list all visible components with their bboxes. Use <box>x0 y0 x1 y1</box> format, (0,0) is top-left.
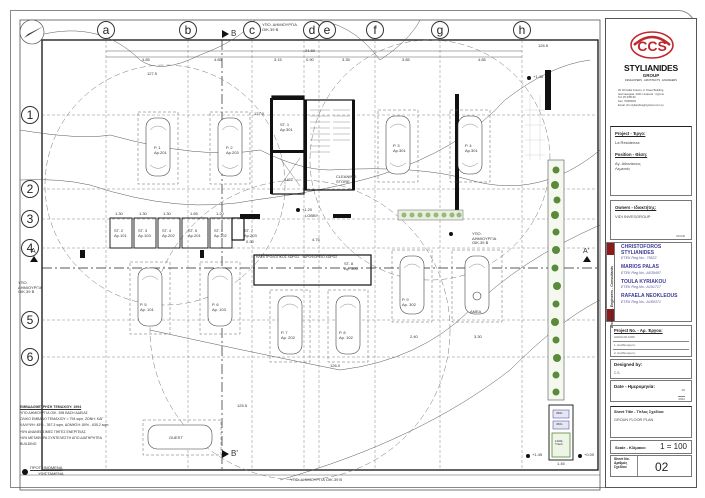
dim-de: 0.90 <box>306 57 314 62</box>
title-block: CCS STYLIANIDES GROUP DEVELOPERS · ARCHI… <box>605 18 697 488</box>
grid-label-f: f <box>366 21 384 39</box>
store-dim: 1.30 <box>115 211 123 216</box>
scale-box: Scale - Κλίμακα: 1 = 100 <box>610 440 692 454</box>
project-box: Project - Έργο: La Residenza Position - … <box>610 126 692 196</box>
engineer-list: CHRISTOFOROS STYLIANIDES ETEK Reg.No.: 7… <box>621 244 678 304</box>
svg-text:CCS: CCS <box>637 38 667 54</box>
company-tagline: DEVELOPERS · ARCHITECTS · ENGINEERS <box>625 79 677 82</box>
dim-gh: 4.85 <box>478 57 486 62</box>
grid-label-4: 4 <box>21 239 39 257</box>
grid-label-b: b <box>179 21 197 39</box>
grid-label-2: 2 <box>21 180 39 198</box>
level-entrance: +1.45 <box>533 74 544 79</box>
sheet-number-box: Sheet No. Αριθμός Σχεδίου 02 <box>610 455 692 477</box>
contour-label: 127.5 <box>147 71 158 76</box>
parking-label-accessible: ΑΜΕΑ <box>470 309 482 314</box>
date-box: Date - Ημερομηνία: 06 2022 <box>610 380 692 402</box>
grid-label-a: a <box>97 21 115 39</box>
room-store-1: ST. 1 Ap.301 <box>280 122 293 132</box>
contour-label: 126.5 <box>538 43 549 48</box>
engineers-box: Architects - Engineers - Consultants CHR… <box>606 242 692 328</box>
north-arrow-icon <box>19 19 45 45</box>
dim-ef: 3.35 <box>342 57 350 62</box>
company-name: STYLIANIDES <box>623 63 678 73</box>
dim-wall: 0.30 <box>246 239 254 244</box>
legend-existing: ΥΦΙΣΤΑΜΕΝΑ <box>38 471 64 476</box>
contour-label: 127.0 <box>254 111 265 116</box>
grid-label-h: h <box>513 21 531 39</box>
level-lobby: +1.20 <box>302 207 313 212</box>
level-entrance-bottom: +1.45 <box>532 452 543 457</box>
dim-cd: 3.15 <box>274 57 282 62</box>
boundary-label-bottom: ΥΠΟ. ΔΗΜΙΟΥΡΓΙΑ ΟΙΚ.39 Β <box>290 477 343 482</box>
room-water-pump: ΥΔΡΟΦΟΡΕΙΟ ΧΩΡΟΣ <box>302 255 338 259</box>
designed-by-box: Designed by: C.S. <box>610 359 692 379</box>
boundary-label-middle: ΥΠΟ. ΔΗΜΙΟΥΡΓΙΑ ΟΙΚ.39 Β <box>472 231 497 246</box>
grid-label-1: 1 <box>21 106 39 124</box>
store-dim: 1.20 <box>216 211 224 216</box>
owners-box: Owners - Ιδιοκτήτης: VIDI INVESGROUP ROA… <box>610 200 692 240</box>
boundary-label-left: ΥΠΟ. ΔΗΜΙΟΥΡΓΙΑ ΟΙΚ.39 Β <box>18 280 43 295</box>
room-store-8: ST. 8 Ap. 300 <box>344 261 358 271</box>
parking-label-guest: GUEST <box>169 435 183 440</box>
dim-bc: 4.85 <box>214 57 222 62</box>
project-number-box: Project No. - Αρ. Έργου: A2022-06-1006 1… <box>610 325 692 357</box>
ccs-logo-icon: CCS <box>630 31 674 59</box>
trash-bin-360: 360L <box>556 422 563 426</box>
grid-label-3: 3 <box>21 210 39 228</box>
boundary-label-top: ΥΠΟ. ΔΗΜΙΟΥΡΓΙΑ ΟΙΚ.39 Β <box>262 22 297 32</box>
dim-ab: 4.85 <box>142 57 150 62</box>
grid-label-g: g <box>431 21 449 39</box>
store-dim: 1.30 <box>139 211 147 216</box>
contour-label: 125.5 <box>237 403 248 408</box>
section-a-prime-label: A' <box>583 248 590 255</box>
section-b-prime-label: B' <box>231 449 238 458</box>
grid-label-6: 6 <box>21 348 39 366</box>
trash-bin-360: 360L <box>556 411 563 415</box>
legend-proposed: ΠΡΟΤΕΙΝΟΜΕΝΑ <box>30 465 63 470</box>
store-dim: 1.65 <box>190 211 198 216</box>
trash-bin-1100: 1100L Trash <box>555 439 564 447</box>
dim-parking: 2.40 <box>410 334 418 339</box>
dim-trash: 1.45 <box>557 461 565 466</box>
dim-fg: 3.85 <box>402 57 410 62</box>
grid-label-c: c <box>243 21 261 39</box>
room-lift: LIFT <box>285 177 294 182</box>
room-cleaning-store: CLEANING STORE <box>336 174 357 184</box>
dim-parking: 3.30 <box>474 334 482 339</box>
area-calculation-notes: ΕΜΒΑΔΟΜΕΤΡΗΣΗ ΤΕΜΑΧΙΟΥ: 1994 ΥΠΟ ΔΗΜΙΟΥΡ… <box>20 405 109 446</box>
dim-lobby: 4.75 <box>312 237 320 242</box>
sheet-title-box: Sheet Title - Τίτλος Σχεδίου: GROUN FLOO… <box>610 406 692 438</box>
store-dim: 1.30 <box>163 211 171 216</box>
grid-label-5: 5 <box>21 311 39 329</box>
section-b-label: B <box>231 29 237 38</box>
grid-label-e: e <box>318 21 336 39</box>
room-electrical: ΗΛΕΚΤΡΟΛΟΓΙΚΟΣ ΧΩΡΟΣ <box>256 255 300 259</box>
contour-label: 126.0 <box>330 363 341 368</box>
company-group: GROUP <box>642 73 660 78</box>
level-street: +0.00 <box>584 452 595 457</box>
company-address: 20 Christaki Kranou, C Tower Building, G… <box>618 89 664 107</box>
room-lobby: LOBBY <box>305 213 319 218</box>
drawing-sheet <box>10 10 696 488</box>
side-band: Architects - Engineers - Consultants <box>607 243 615 328</box>
section-a-label: A <box>31 248 36 255</box>
dim-overall: 24.80 <box>305 48 316 53</box>
